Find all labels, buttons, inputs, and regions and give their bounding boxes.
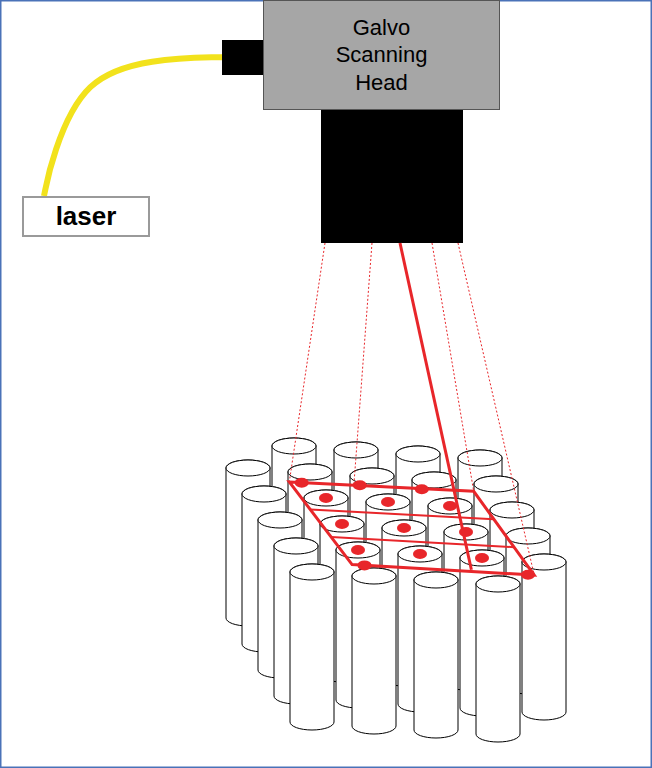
beam-envelope bbox=[458, 243, 534, 575]
cylinder-top bbox=[444, 524, 488, 540]
laser-spot bbox=[295, 478, 309, 488]
cylinder bbox=[290, 564, 334, 730]
fiber-connector bbox=[222, 40, 263, 75]
cylinder-top bbox=[476, 576, 520, 592]
laser-box: laser bbox=[22, 196, 150, 237]
cylinder-top bbox=[458, 450, 502, 466]
laser-spot bbox=[413, 549, 427, 559]
cylinder-top bbox=[274, 538, 318, 554]
cylinder-top bbox=[352, 568, 396, 584]
cylinder bbox=[352, 568, 396, 734]
beam-envelope bbox=[354, 243, 372, 485]
beam-envelope bbox=[289, 243, 325, 482]
cylinder-top bbox=[366, 494, 410, 510]
cylinder-top bbox=[272, 438, 316, 454]
cylinder-top bbox=[506, 528, 550, 544]
scan-line bbox=[310, 509, 494, 519]
cylinder-top bbox=[414, 572, 458, 588]
cylinder-top bbox=[490, 502, 534, 518]
beam-envelope bbox=[432, 243, 474, 491]
laser-spot bbox=[415, 484, 429, 494]
laser-spot bbox=[443, 501, 457, 511]
laser-spot bbox=[353, 480, 367, 490]
scan-field bbox=[289, 482, 534, 575]
cylinder-top bbox=[398, 546, 442, 562]
cylinder-top bbox=[290, 564, 334, 580]
cylinder-top bbox=[382, 520, 426, 536]
cylinder bbox=[476, 576, 520, 742]
laser-spot bbox=[475, 553, 489, 563]
cylinder-top bbox=[304, 490, 348, 506]
cylinder-array bbox=[226, 438, 566, 742]
laser-spot bbox=[319, 493, 333, 503]
cylinder bbox=[414, 572, 458, 738]
cylinder-top bbox=[226, 460, 270, 476]
laser-spot bbox=[335, 519, 349, 529]
laser-spot bbox=[397, 523, 411, 533]
cylinder-top bbox=[474, 476, 518, 492]
cylinder bbox=[522, 554, 566, 720]
laser-beam bbox=[400, 243, 471, 570]
node-label: Galvo Scanning Head bbox=[326, 14, 438, 97]
cylinder-top bbox=[242, 486, 286, 502]
laser-spot bbox=[381, 497, 395, 507]
scanner-head: Galvo Scanning Head bbox=[263, 0, 500, 110]
laser-spot bbox=[351, 545, 365, 555]
fiber-cable bbox=[44, 57, 263, 196]
scan-lens bbox=[321, 110, 463, 243]
cylinder-top bbox=[428, 498, 472, 514]
cylinder-top bbox=[288, 464, 332, 480]
node-label: laser bbox=[56, 200, 117, 233]
cylinder-top bbox=[258, 512, 302, 528]
cylinder-top bbox=[396, 446, 440, 462]
laser-spot bbox=[358, 560, 372, 570]
